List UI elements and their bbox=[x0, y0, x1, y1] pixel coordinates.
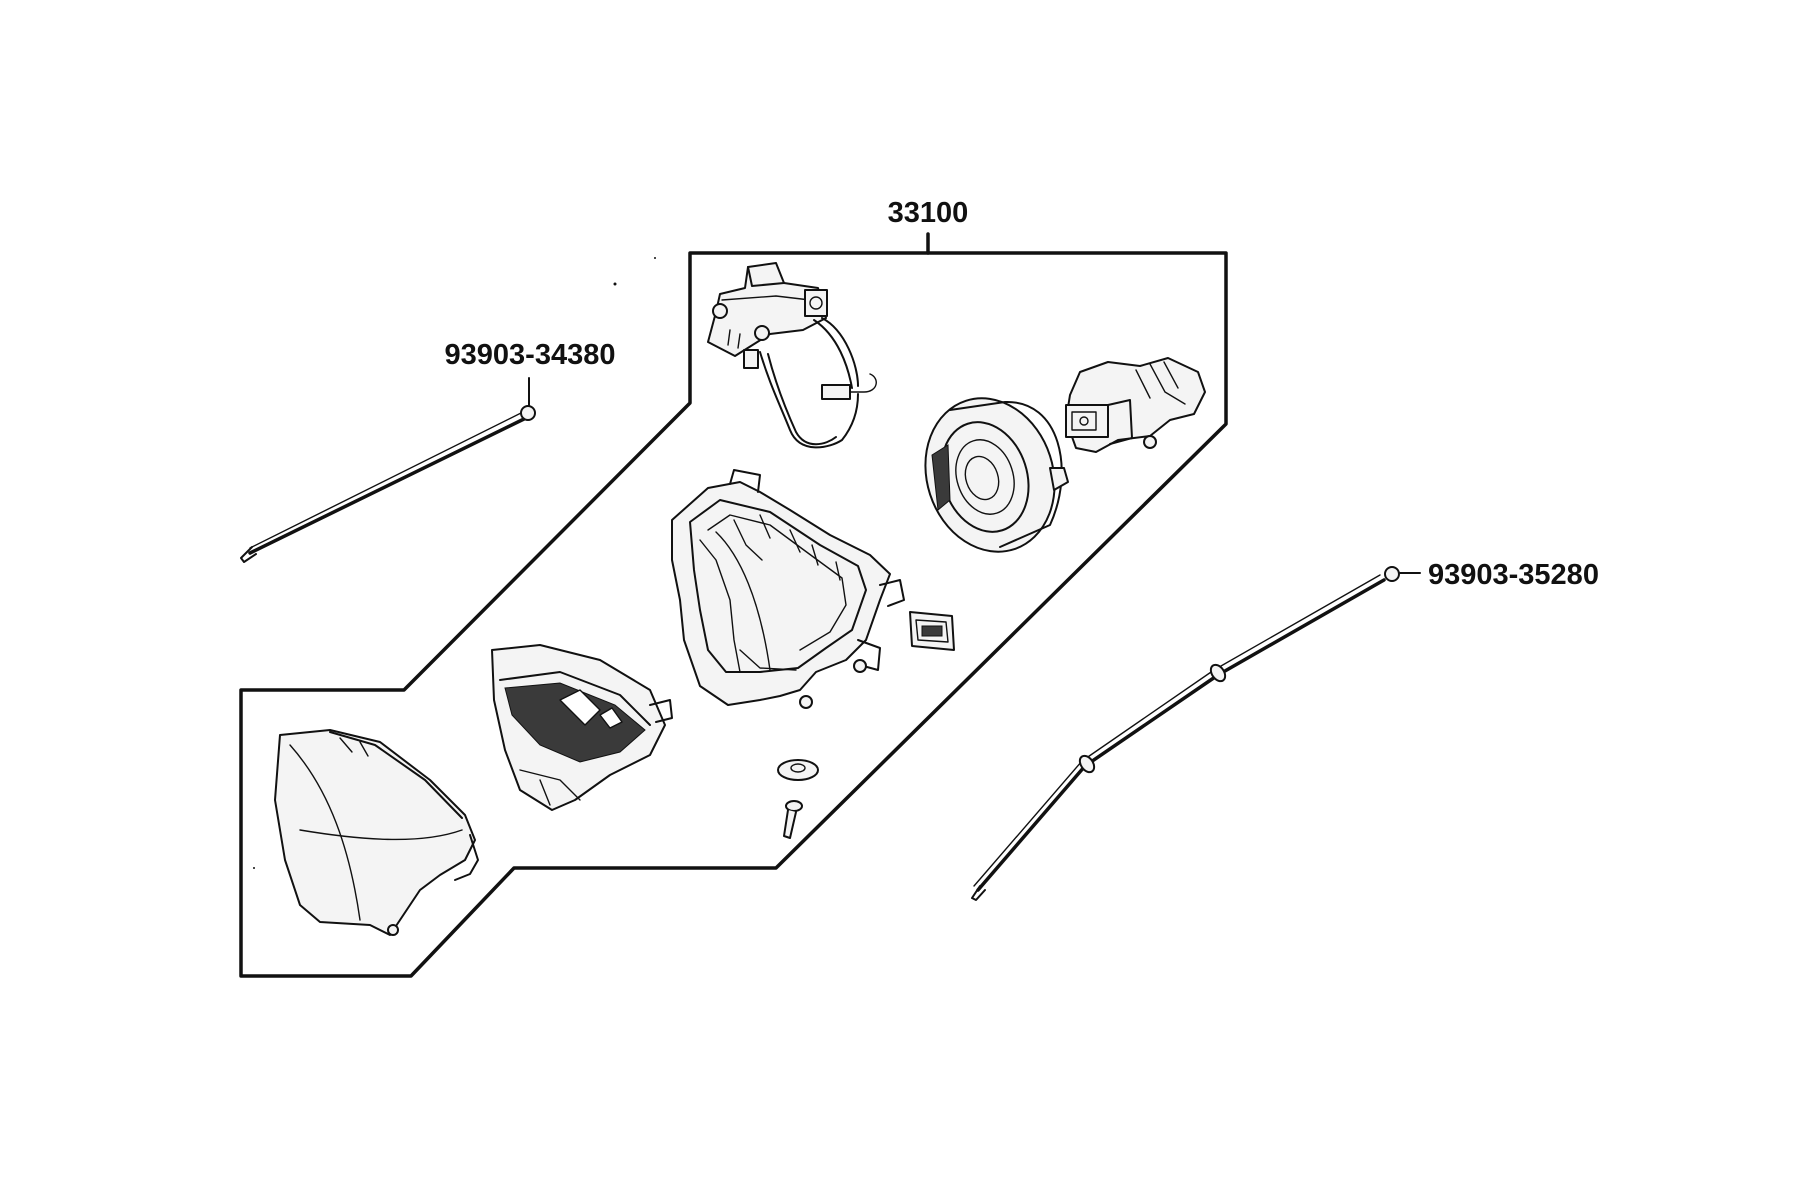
small-bolt bbox=[783, 800, 803, 839]
stray-mark bbox=[253, 867, 255, 869]
leveling-actuator bbox=[1065, 357, 1206, 453]
headlight-ring bbox=[924, 397, 1069, 553]
callout-33100: 33100 bbox=[888, 197, 969, 229]
headlight-housing bbox=[671, 469, 905, 709]
lens-cover bbox=[274, 729, 479, 936]
callout-93903-35280: 93903-35280 bbox=[1428, 559, 1599, 591]
stray-mark bbox=[613, 282, 617, 286]
long-screw-left bbox=[240, 377, 536, 563]
long-screw-right bbox=[971, 566, 1421, 901]
connector-block bbox=[909, 611, 955, 651]
washer bbox=[777, 759, 819, 781]
stray-mark bbox=[654, 257, 656, 259]
reflector-unit bbox=[491, 644, 673, 811]
bulb-socket-harness bbox=[707, 262, 877, 449]
assembly-boundary bbox=[239, 251, 1228, 978]
callout-93903-34380: 93903-34380 bbox=[445, 339, 616, 371]
